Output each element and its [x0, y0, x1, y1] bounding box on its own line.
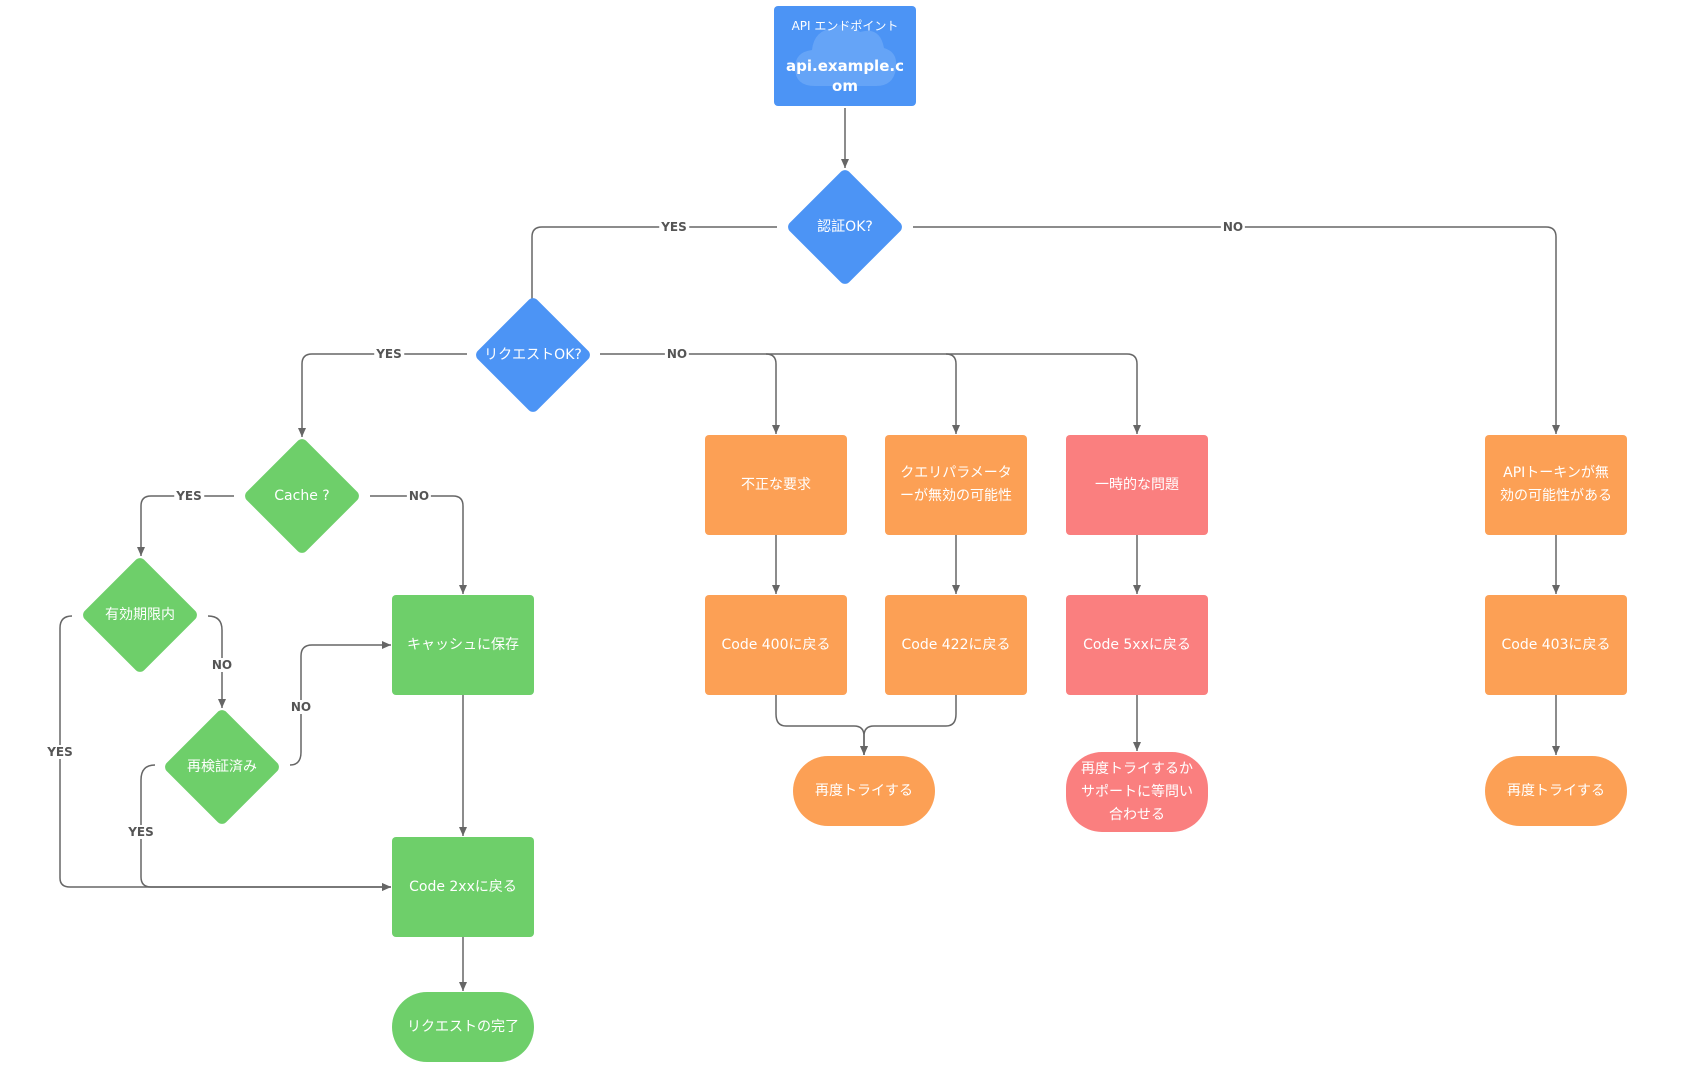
return-5xx-node: Code 5xxに戻る [1066, 595, 1208, 695]
retry-client-node: 再度トライする [793, 756, 935, 826]
request-done-label: リクエストの完了 [407, 1018, 519, 1035]
return-403-node: Code 403に戻る [1485, 595, 1627, 695]
return-400-label: Code 400に戻る [721, 636, 831, 653]
bad-request-node: 不正な要求 [705, 435, 847, 535]
edge-label-cache-yes: YES [174, 489, 204, 503]
api-endpoint-host: api.example.com [786, 57, 904, 95]
edge-label-revalidated-yes: YES [126, 825, 156, 839]
edge-valid-no [207, 615, 226, 708]
edge-auth-no [913, 226, 1560, 434]
invalid-token-node: APIトーキンが無効の可能性がある [1485, 435, 1627, 535]
api-endpoint-title: API エンドポイント [791, 19, 899, 33]
invalid-token-label: APIトーキンが無効の可能性がある [1500, 465, 1612, 504]
valid-period-label: 有効期限内 [105, 606, 175, 623]
temporary-issue-label: 一時的な問題 [1095, 476, 1179, 493]
api-endpoint-node: API エンドポイント api.example.com [774, 6, 916, 106]
edge-label-revalidated-no: NO [288, 700, 314, 714]
bad-request-label: 不正な要求 [741, 476, 811, 493]
edge-label-request-no: NO [664, 347, 690, 361]
retry-client-label: 再度トライする [815, 782, 913, 799]
request-done-node: リクエストの完了 [392, 992, 534, 1062]
edge-revalidated-no [289, 641, 391, 766]
return-5xx-label: Code 5xxに戻る [1083, 636, 1191, 653]
invalid-query-node: クエリパラメーターが無効の可能性 [885, 435, 1027, 535]
edge-valid-yes [59, 615, 391, 891]
edge-request-no-5xx [946, 353, 1141, 434]
edge-label-auth-no: NO [1220, 220, 1246, 234]
edge-auth-yes [528, 226, 777, 312]
edge-request-yes [298, 353, 467, 437]
temporary-issue-node: 一時的な問題 [1066, 435, 1208, 535]
auth-ok-decision: 認証OK? [777, 168, 913, 286]
save-cache-node: キャッシュに保存 [392, 595, 534, 695]
edge-label-auth-yes: YES [659, 220, 689, 234]
return-422-label: Code 422に戻る [901, 636, 1011, 653]
edge-label-cache-no: NO [406, 489, 432, 503]
auth-ok-label: 認証OK? [817, 218, 873, 235]
cloud-icon [795, 23, 897, 86]
valid-period-decision: 有効期限内 [72, 556, 208, 674]
cache-label: Cache ? [274, 487, 330, 504]
save-cache-label: キャッシュに保存 [407, 636, 519, 653]
return-400-node: Code 400に戻る [705, 595, 847, 695]
edge-422-retry [860, 695, 957, 755]
edge-cache-no [370, 495, 467, 594]
retry-support-node: 再度トライするかサポートに等問い合わせる [1066, 752, 1208, 832]
retry-auth-node: 再度トライする [1485, 756, 1627, 826]
edge-revalidated-yes [140, 764, 391, 891]
cache-decision: Cache ? [234, 437, 370, 555]
edge-request-no-422 [766, 353, 960, 434]
edge-400-retry [775, 695, 868, 755]
request-ok-label: リクエストOK? [484, 346, 582, 363]
edge-label-request-yes: YES [374, 347, 404, 361]
edge-cache-yes [137, 495, 234, 556]
retry-auth-label: 再度トライする [1507, 782, 1605, 799]
revalidated-label: 再検証済み [187, 758, 257, 775]
return-2xx-label: Code 2xxに戻る [409, 878, 517, 895]
retry-support-label: 再度トライするかサポートに等問い合わせる [1081, 760, 1193, 823]
return-2xx-node: Code 2xxに戻る [392, 837, 534, 937]
return-403-label: Code 403に戻る [1501, 636, 1611, 653]
invalid-query-label: クエリパラメーターが無効の可能性 [900, 465, 1012, 504]
return-422-node: Code 422に戻る [885, 595, 1027, 695]
edge-label-valid-yes: YES [45, 745, 75, 759]
request-ok-decision: リクエストOK? [465, 296, 601, 414]
edge-label-valid-no: NO [209, 658, 235, 672]
edge-request-no-400 [600, 353, 780, 434]
revalidated-decision: 再検証済み [154, 708, 290, 826]
